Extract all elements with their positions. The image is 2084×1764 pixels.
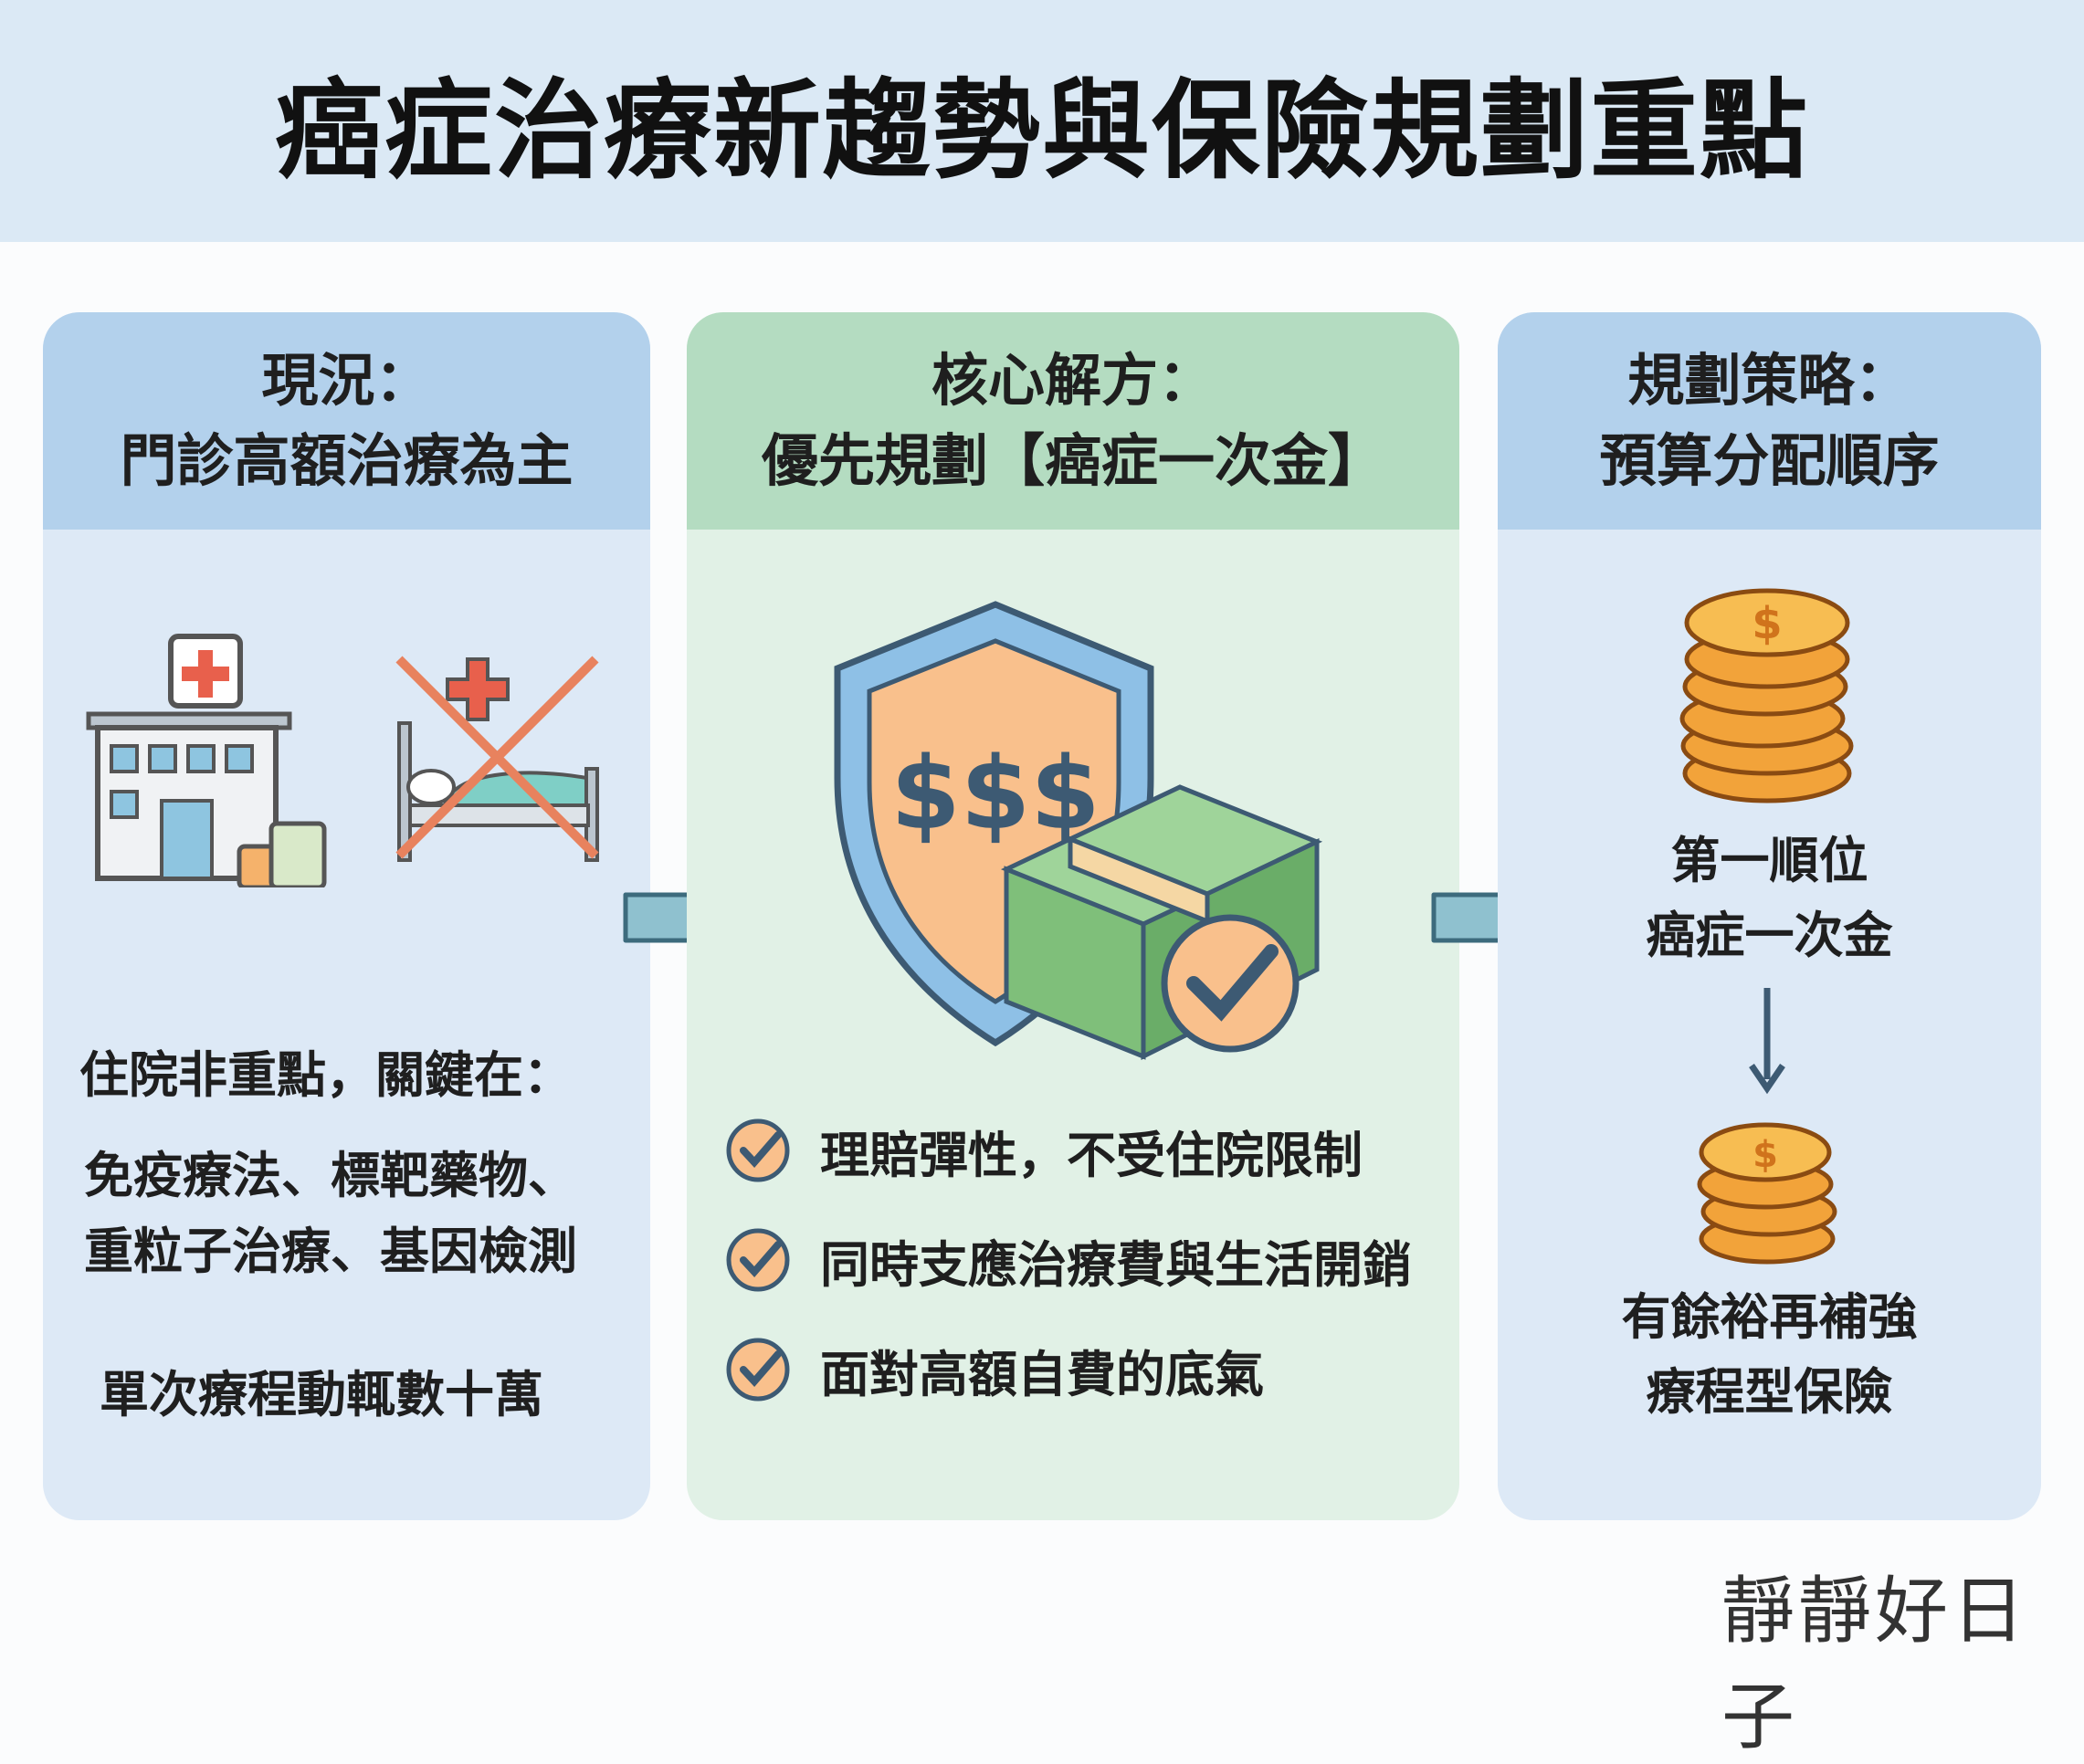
benefit-item: 面對高額自費的底氣 xyxy=(723,1315,1412,1424)
second-priority: 有餘裕再補強 療程型保險 xyxy=(1498,1280,2041,1430)
large-coin-stack-icon: $ xyxy=(1679,588,1854,803)
benefit-item: 理賠彈性，不受住院限制 xyxy=(723,1096,1412,1205)
arrow-down-icon xyxy=(1749,988,1785,1095)
hospital-icon xyxy=(86,634,327,887)
treatment-list-line2: 重粒子治療、基因檢測 xyxy=(84,1223,577,1280)
benefit-text: 理賠彈性，不受住院限制 xyxy=(820,1126,1363,1184)
panel-heading: 核心解方： xyxy=(931,347,1215,414)
benefit-text: 同時支應治療費與生活開銷 xyxy=(820,1235,1412,1294)
priority-item: 癌症一次金 xyxy=(1646,907,1893,964)
panel-subheading: 門診高額治療為主 xyxy=(120,427,574,494)
panel-header: 現況： 門診高額治療為主 xyxy=(43,312,650,530)
check-circle-icon xyxy=(726,1118,790,1182)
coin-symbol: $ xyxy=(1752,1134,1778,1176)
panel-subheading: 預算分配順序 xyxy=(1599,427,1940,494)
strategy-panel: 規劃策略： 預算分配順序 $ 第一順位 癌症一次金 $ 有餘裕再補強 療程型保險 xyxy=(1498,312,2041,1520)
priority-label: 有餘裕再補強 xyxy=(1621,1288,1918,1346)
page-title: 癌症治療新趨勢與保險規劃重點 xyxy=(274,68,1809,194)
core-solution-panel: 核心解方： 優先規劃【癌症一次金】 $$$ 理賠彈性，不受住院限制 同時支應治療… xyxy=(687,312,1459,1520)
panel-header: 規劃策略： 預算分配順序 xyxy=(1498,312,2041,530)
panel-subheading: 優先規劃【癌症一次金】 xyxy=(761,427,1384,494)
current-situation-panel: 現況： 門診高額治療為主 住院非重點，關鍵在： 免疫療法、標靶藥物、 重粒子治療… xyxy=(43,312,650,1520)
benefit-text: 面對高額自費的底氣 xyxy=(820,1345,1264,1403)
signature: 靜靜好日子 xyxy=(1721,1569,2028,1759)
coin-symbol: $ xyxy=(1752,598,1782,649)
treatment-list-line1: 免疫療法、標靶藥物、 xyxy=(84,1147,577,1204)
small-coin-stack-icon: $ xyxy=(1697,1122,1837,1265)
check-circle-icon xyxy=(726,1228,790,1292)
title-banner: 癌症治療新趨勢與保險規劃重點 xyxy=(0,0,2084,242)
priority-label: 第一順位 xyxy=(1670,832,1868,889)
benefit-list: 理賠彈性，不受住院限制 同時支應治療費與生活開銷 面對高額自費的底氣 xyxy=(723,1096,1412,1424)
no-hospital-bed-icon xyxy=(395,656,599,862)
shield-text: $$$ xyxy=(890,735,1100,852)
panel-header: 核心解方： 優先規劃【癌症一次金】 xyxy=(687,312,1459,530)
shield-money-icon: $$$ xyxy=(834,601,1323,1061)
benefit-item: 同時支應治療費與生活開銷 xyxy=(723,1205,1412,1315)
panel-heading: 現況： xyxy=(261,347,432,414)
first-priority: 第一順位 癌症一次金 xyxy=(1498,824,2041,973)
priority-item: 療程型保險 xyxy=(1646,1363,1893,1421)
panel-heading: 規劃策略： xyxy=(1627,347,1911,414)
check-circle-icon xyxy=(726,1338,790,1402)
cost-note: 單次療程動輒數十萬 xyxy=(100,1366,543,1423)
key-point-heading: 住院非重點，關鍵在： xyxy=(79,1046,573,1104)
